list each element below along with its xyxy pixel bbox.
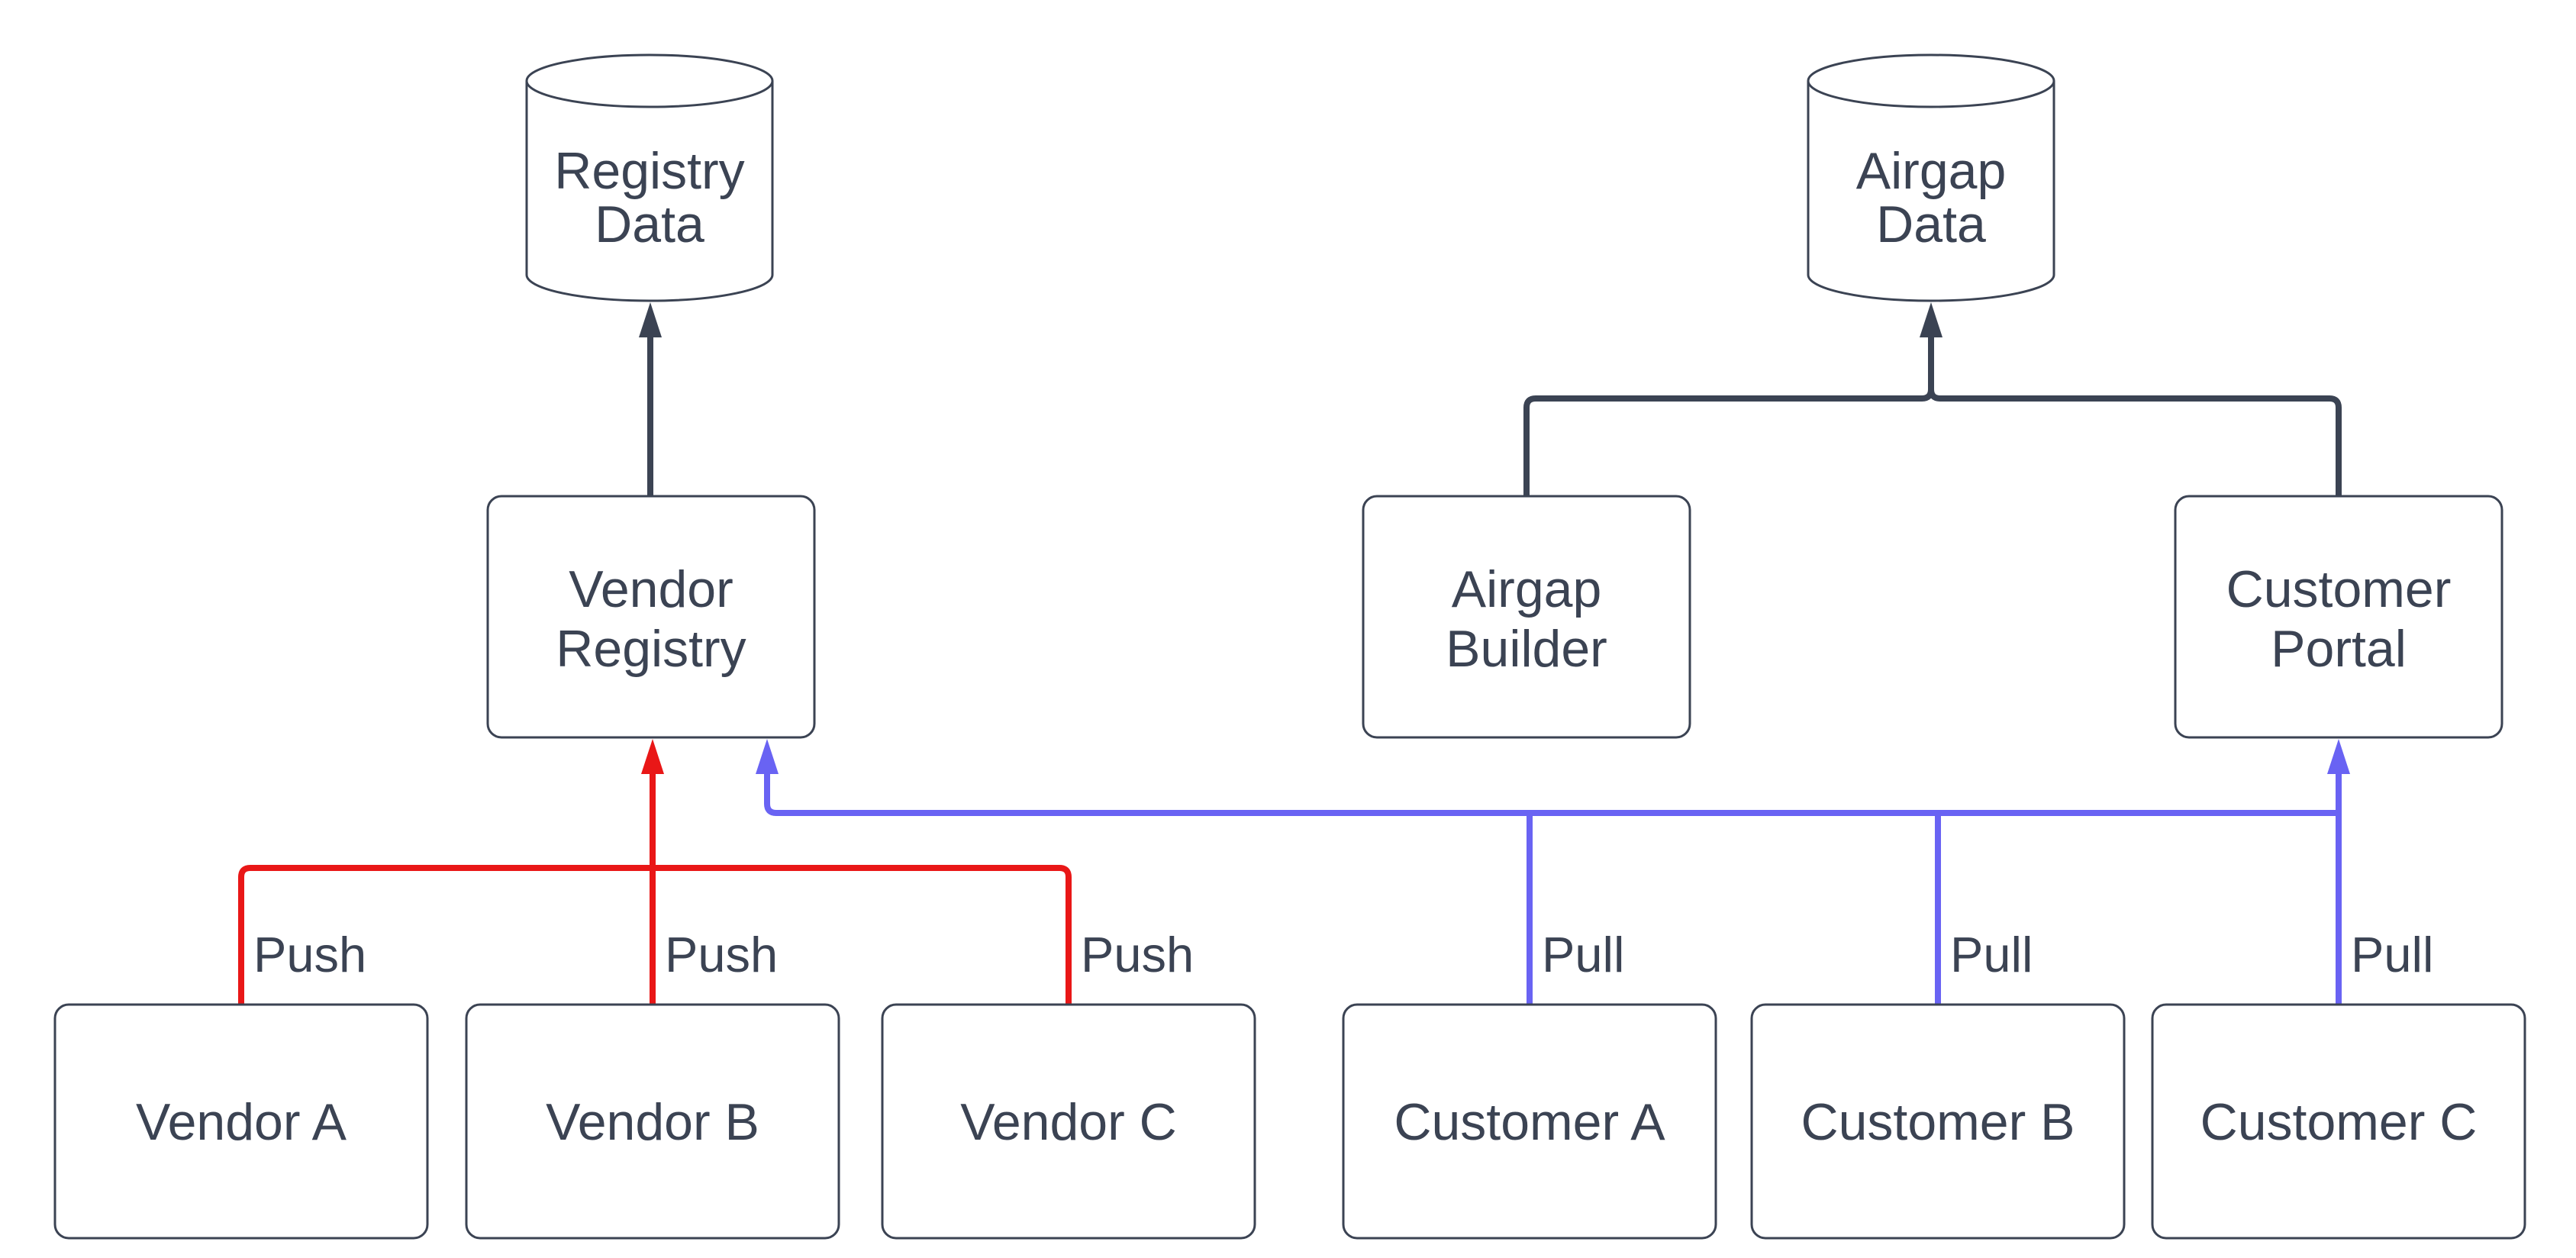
node-vendor-b: Vendor B	[465, 1003, 840, 1240]
node-label-line2: Builder	[1446, 620, 1607, 678]
cylinder-top	[1807, 53, 2055, 108]
cylinder-airgap-data: Airgap Data	[1807, 53, 2055, 302]
node-rect	[486, 495, 816, 739]
cylinder-label-line2: Data	[1876, 195, 1986, 253]
node-customer-portal: Customer Portal	[2174, 495, 2503, 739]
node-label: Vendor A	[136, 1093, 347, 1151]
node-label-line2: Registry	[556, 620, 746, 678]
edge-line	[1523, 337, 1934, 496]
node-rect	[465, 1003, 840, 1240]
node-vendor-registry: Vendor Registry	[486, 495, 816, 739]
arrowhead-up-icon	[756, 739, 779, 774]
edge-label-pull-customer-b: Pull	[1950, 927, 2033, 982]
cylinder-label-line1: Registry	[554, 142, 744, 200]
node-label-line1: Airgap	[1452, 560, 1602, 618]
node-label: Vendor B	[546, 1093, 759, 1151]
node-label-line1: Customer	[2226, 560, 2452, 618]
node-customer-a: Customer A	[1342, 1003, 1717, 1240]
node-airgap-builder: Airgap Builder	[1362, 495, 1691, 739]
node-rect	[2174, 495, 2503, 739]
edge-label-pull-customer-a: Pull	[1542, 927, 1624, 982]
node-rect	[53, 1003, 429, 1240]
edge-label-push-vendor-b: Push	[665, 927, 778, 982]
edge-push-bus	[238, 739, 1072, 1005]
node-rect	[2151, 1003, 2526, 1240]
edge-label-push-vendor-c: Push	[1081, 927, 1194, 982]
edge-line	[1928, 337, 2342, 496]
edge-airgap-builder-to-airgap-data	[1523, 337, 1934, 496]
node-label: Vendor C	[960, 1093, 1177, 1151]
edge-vendor-registry-to-registry-data	[639, 302, 662, 496]
arrowhead-up-icon	[2327, 739, 2350, 774]
node-rect	[881, 1003, 1256, 1240]
node-customer-b: Customer B	[1750, 1003, 2126, 1240]
node-label-line2: Portal	[2271, 620, 2407, 678]
cylinder-label-line1: Airgap	[1856, 142, 2007, 200]
cylinder-body	[525, 81, 774, 302]
cylinder-label-line2: Data	[595, 195, 704, 253]
node-vendor-c: Vendor C	[881, 1003, 1256, 1240]
node-rect	[1750, 1003, 2126, 1240]
arrowhead-up-icon	[639, 302, 662, 337]
node-rect	[1342, 1003, 1717, 1240]
node-rect	[1362, 495, 1691, 739]
node-label-line1: Vendor	[569, 560, 733, 618]
node-label: Customer A	[1394, 1093, 1665, 1151]
node-label: Customer B	[1801, 1093, 2075, 1151]
edge-pull-bus	[756, 739, 2350, 1005]
edge-label-pull-customer-c: Pull	[2351, 927, 2433, 982]
arrowhead-up-icon	[1920, 302, 1942, 337]
edge-label-push-vendor-a: Push	[253, 927, 366, 982]
node-customer-c: Customer C	[2151, 1003, 2526, 1240]
edge-customer-portal-to-airgap-data	[1920, 302, 2342, 496]
node-vendor-a: Vendor A	[53, 1003, 429, 1240]
edge-line	[764, 774, 2339, 816]
cylinder-registry-data: Registry Data	[525, 53, 774, 302]
cylinder-top	[525, 53, 774, 108]
cylinder-body	[1807, 81, 2055, 302]
node-label: Customer C	[2200, 1093, 2478, 1151]
arrowhead-up-icon	[641, 739, 664, 774]
